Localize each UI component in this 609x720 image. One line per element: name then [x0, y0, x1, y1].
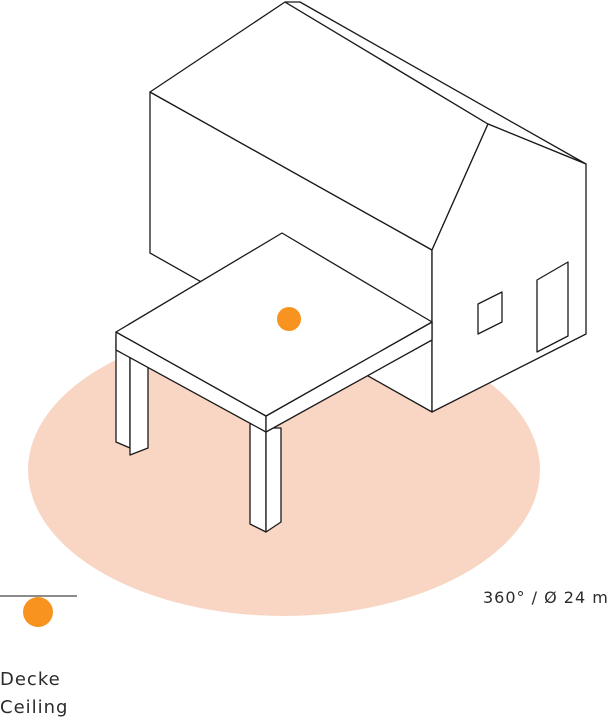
- carport-leg-front: [249, 420, 267, 533]
- sensor-dot: [277, 307, 301, 331]
- legend-sensor-dot: [23, 597, 53, 627]
- range-label: 360° / Ø 24 m: [483, 588, 609, 607]
- house-door: [536, 261, 569, 353]
- house-window: [477, 291, 503, 335]
- mount-label-en: Ceiling: [0, 697, 69, 718]
- carport: [115, 232, 433, 533]
- carport-roof-top: [115, 232, 433, 417]
- mount-label-de: Decke: [0, 669, 61, 690]
